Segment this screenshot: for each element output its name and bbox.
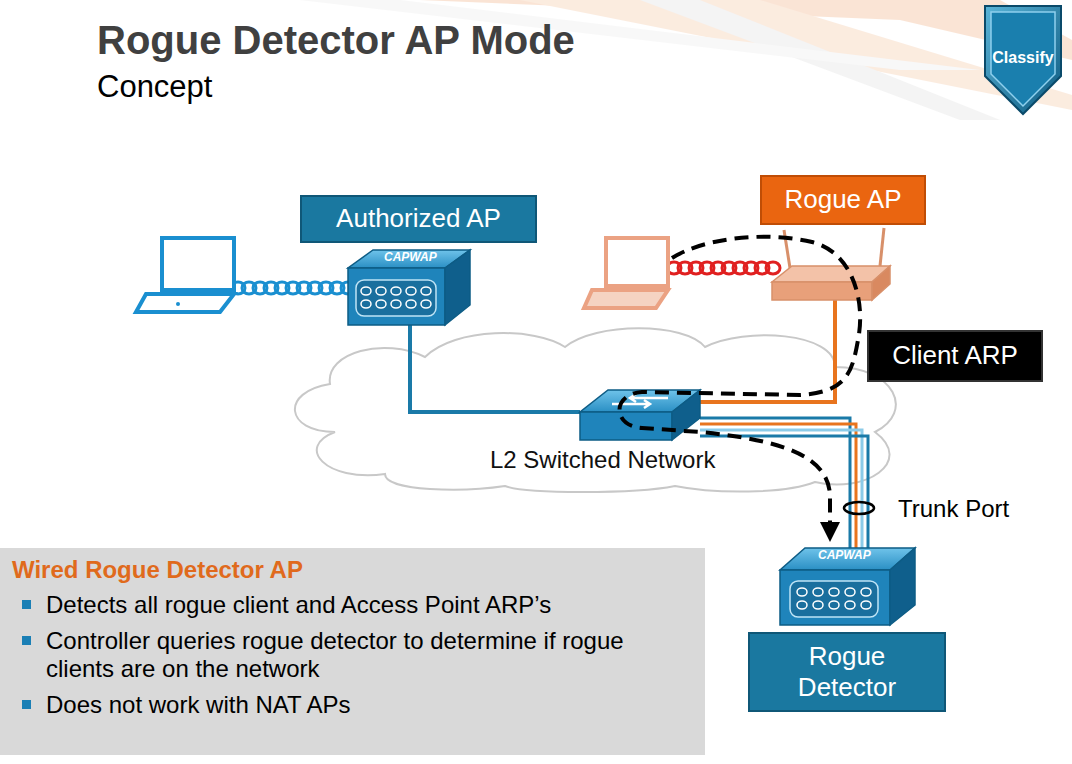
client-laptop xyxy=(136,238,234,312)
detector-ap-icon xyxy=(780,570,890,625)
client-laptop xyxy=(136,294,234,312)
box-label: Client ARP xyxy=(892,340,1018,371)
wires xyxy=(700,418,850,568)
led-dot xyxy=(861,588,871,596)
bullet-text: Controller queries rogue detector to det… xyxy=(12,627,693,685)
wires xyxy=(700,436,868,562)
wires xyxy=(410,300,874,568)
led-dot xyxy=(361,287,371,295)
led-dot xyxy=(845,588,855,596)
slide-title: Rogue Detector AP Mode xyxy=(97,18,1072,63)
wires xyxy=(844,502,874,514)
led-dot xyxy=(813,601,823,609)
ap-icon xyxy=(445,250,470,325)
bullet-text: Does not work with NAT APs xyxy=(12,691,693,720)
led-dot xyxy=(421,300,431,308)
ap-icon xyxy=(348,268,445,325)
detector-ap-icon xyxy=(780,548,915,625)
device-label: Rogue Detector xyxy=(748,632,946,712)
cloud-outline xyxy=(295,328,896,492)
badge-outline xyxy=(985,6,1061,114)
led-dot xyxy=(376,300,386,308)
rogue-router xyxy=(784,230,790,268)
client-laptop xyxy=(162,238,234,290)
switch-icon xyxy=(630,394,668,402)
wires xyxy=(410,325,580,412)
cloud-label: L2 Switched Network xyxy=(490,446,715,475)
port-label: Trunk Port xyxy=(898,495,1009,524)
rogue-laptop xyxy=(606,238,668,286)
device-label: Rogue AP xyxy=(760,175,926,225)
rogue-router xyxy=(880,228,884,266)
led-dot xyxy=(406,287,416,295)
led-dot xyxy=(829,588,839,596)
detector-ap-icon xyxy=(890,548,915,625)
led-dot xyxy=(421,287,431,295)
switch-icon xyxy=(612,400,650,408)
panel-heading: Wired Rogue Detector AP xyxy=(12,556,693,585)
led-dot xyxy=(797,588,807,596)
switch-icon xyxy=(580,390,700,440)
box-label: Authorized AP xyxy=(336,203,501,234)
slide-subtitle: Concept xyxy=(97,68,212,105)
rogue-wireless-signal xyxy=(667,262,780,274)
ap-icon xyxy=(348,250,470,325)
rogue-laptop xyxy=(584,238,668,308)
led-dot xyxy=(376,287,386,295)
led-dot xyxy=(361,300,371,308)
step-badge: Classify xyxy=(983,4,1063,116)
arp-path xyxy=(620,237,861,538)
rogue-laptop xyxy=(584,290,668,308)
led-dot xyxy=(829,601,839,609)
led-dot xyxy=(406,300,416,308)
box-label: Rogue AP xyxy=(784,184,901,215)
wireless-signal xyxy=(231,282,355,294)
rogue-router xyxy=(772,282,872,300)
led-dot xyxy=(813,588,823,596)
notes-panel: Wired Rogue Detector AP Detects all rogue… xyxy=(0,548,705,755)
bullet-text: Detects all rogue client and Access Poin… xyxy=(12,591,693,620)
detector-ap-icon xyxy=(790,581,878,617)
rogue-router xyxy=(772,266,890,282)
led-dot xyxy=(391,300,401,308)
led-dot xyxy=(845,601,855,609)
badge-face xyxy=(991,12,1055,106)
badge-label: Classify xyxy=(992,48,1053,67)
ap-icon xyxy=(356,280,436,316)
led-dot xyxy=(861,601,871,609)
detector-ap-icon xyxy=(797,588,871,609)
capwap-label: CAPWAP xyxy=(818,548,871,562)
wires xyxy=(698,300,835,402)
rogue-router xyxy=(872,266,890,300)
led-dot xyxy=(391,287,401,295)
capwap-label: CAPWAP xyxy=(384,250,437,264)
device-label: Authorized AP xyxy=(300,195,537,243)
ap-icon xyxy=(361,287,431,308)
client-laptop xyxy=(176,302,180,306)
switch-icon xyxy=(580,412,672,440)
signal-loop xyxy=(766,262,780,274)
led-dot xyxy=(797,601,807,609)
callout-box: Client ARP xyxy=(867,330,1043,382)
box-label: Rogue Detector xyxy=(772,641,922,703)
